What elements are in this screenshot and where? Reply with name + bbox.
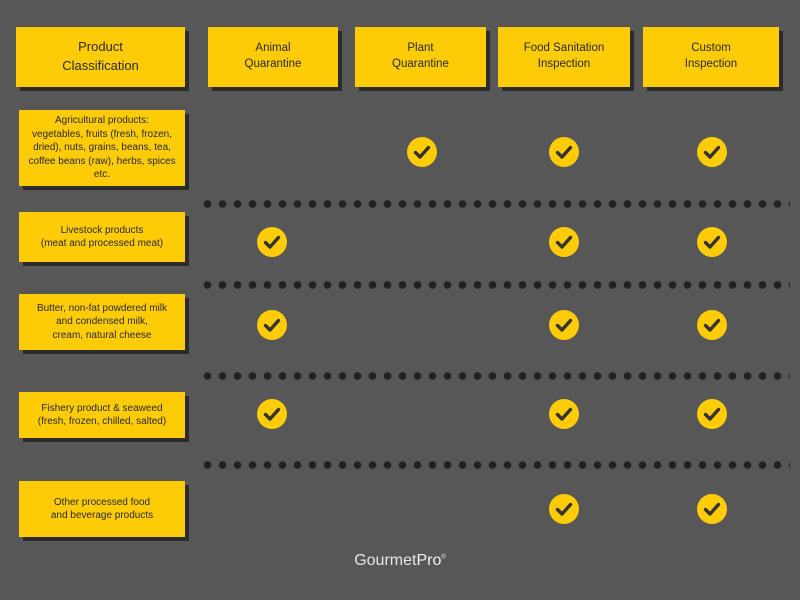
header-animal-line-2: Quarantine	[244, 58, 302, 70]
row-3-line-1: Fishery product & seaweed	[41, 402, 163, 414]
header-animal-line-1: Animal	[255, 42, 291, 55]
row-label-processed-food: Other processed food and beverage produc…	[19, 481, 185, 537]
header-food-sanitation-inspection: Food Sanitation Inspection	[498, 27, 630, 87]
logo-main: Gourmet	[354, 552, 417, 569]
row-label-fishery: Fishery product & seaweed (fresh, frozen…	[19, 392, 185, 438]
check-circle-icon	[549, 227, 579, 257]
check-circle-icon	[257, 227, 287, 257]
row-4-line-2: and beverage products	[50, 510, 154, 521]
row-2-line-3: cream, natural cheese	[52, 329, 152, 341]
check-circle-icon	[697, 227, 727, 257]
logo-registered-mark: ®	[441, 554, 446, 561]
row-3-line-2: (fresh, frozen, chilled, salted)	[37, 416, 167, 427]
row-2-line-2: and condensed milk,	[56, 316, 148, 328]
row-0-line-2: vegetables, fruits (fresh, frozen,	[31, 128, 173, 140]
row-0-line-1: Agricultural products:	[55, 115, 149, 127]
row-separator	[200, 461, 790, 469]
header-custom-inspection: Custom Inspection	[643, 27, 779, 87]
row-label-agricultural: Agricultural products: vegetables, fruit…	[19, 110, 185, 186]
header-product-line-2: Classification	[62, 58, 139, 73]
row-separator	[200, 281, 790, 289]
header-plant-line-2: Quarantine	[392, 58, 449, 70]
header-animal-quarantine: Animal Quarantine	[208, 27, 338, 87]
row-0-line-3: dried), nuts, grains, beans, tea,	[33, 142, 171, 154]
row-label-livestock: Livestock products (meat and processed m…	[19, 212, 185, 262]
header-custom-line-1: Custom	[691, 42, 731, 55]
check-circle-icon	[549, 137, 579, 167]
header-product-line-1: Product	[78, 39, 123, 55]
header-product-classification: Product Classification	[16, 27, 185, 87]
row-1-line-1: Livestock products	[60, 224, 144, 236]
header-food-line-2: Inspection	[537, 58, 591, 70]
row-0-line-4: coffee beans (raw), herbs, spices	[28, 155, 176, 167]
check-circle-icon	[549, 310, 579, 340]
check-circle-icon	[257, 399, 287, 429]
header-food-line-1: Food Sanitation	[523, 42, 605, 55]
row-1-line-2: (meat and processed meat)	[40, 238, 164, 249]
row-0-line-5: etc.	[93, 169, 111, 181]
row-4-line-1: Other processed food	[53, 496, 151, 508]
header-plant-line-1: Plant	[407, 42, 434, 55]
row-separator	[200, 200, 790, 208]
header-custom-line-2: Inspection	[684, 58, 738, 70]
check-circle-icon	[257, 310, 287, 340]
check-circle-icon	[407, 137, 437, 167]
logo-pro: Pro	[416, 552, 442, 569]
header-plant-quarantine: Plant Quarantine	[355, 27, 486, 87]
check-circle-icon	[549, 399, 579, 429]
row-label-dairy: Butter, non-fat powdered milk and conden…	[19, 294, 185, 350]
check-circle-icon	[697, 137, 727, 167]
row-separator	[200, 372, 790, 380]
check-circle-icon	[549, 494, 579, 524]
check-circle-icon	[697, 399, 727, 429]
check-circle-icon	[697, 494, 727, 524]
row-2-line-1: Butter, non-fat powdered milk	[36, 302, 168, 314]
gourmetpro-logo: GourmetPro®	[0, 552, 800, 570]
check-circle-icon	[697, 310, 727, 340]
